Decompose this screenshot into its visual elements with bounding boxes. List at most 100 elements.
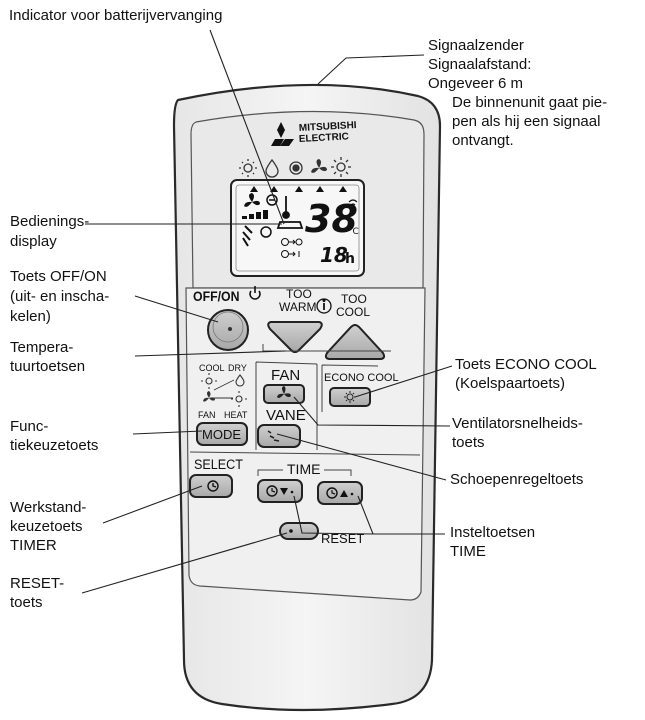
label-beep-1: De binnenunit gaat pie- <box>452 94 608 111</box>
clock-icon <box>207 480 219 492</box>
mode-label-fan: FAN <box>198 410 216 420</box>
econo-frame <box>321 364 379 412</box>
leader-temp <box>134 350 287 357</box>
vane-button[interactable] <box>257 424 301 448</box>
mode-label-heat: HEAT <box>224 410 248 420</box>
label-time-set-1: Insteltoetsen <box>450 524 536 541</box>
temperature-bracket <box>262 344 391 352</box>
mode-button[interactable]: MODE <box>196 422 248 446</box>
fan-vane-frame <box>255 361 318 450</box>
label-offon-2: (uit- en inscha- <box>10 288 110 305</box>
auto-mode-icon <box>289 161 303 175</box>
label-signal-range: Signaalafstand: <box>428 56 532 73</box>
label-timer-mode-3: TIMER <box>10 537 57 554</box>
too-cool-caption-1: TOO <box>341 292 367 306</box>
leader-econo <box>354 365 453 398</box>
label-offon-3: kelen) <box>10 308 51 325</box>
leader-time-set <box>293 495 445 535</box>
lcd-fan-speed-bars <box>242 210 268 219</box>
leader-function <box>132 430 203 435</box>
lcd-vane-position-icon <box>242 225 272 247</box>
label-signal-distance: Ongeveer 6 m <box>428 75 524 92</box>
label-signal-transmitter: Signaalzender <box>428 37 524 54</box>
fan-button[interactable] <box>263 384 305 404</box>
heat-mode-icon <box>331 157 351 177</box>
reset-dot-icon <box>289 529 293 533</box>
label-temp-1: Tempera- <box>10 339 74 356</box>
label-reset-2: toets <box>10 594 43 611</box>
select-divider <box>189 451 421 456</box>
fan-button-icon <box>277 386 291 398</box>
time-up-button[interactable] <box>317 481 363 505</box>
vane-caption: VANE <box>266 407 306 424</box>
label-timer-mode-2: keuzetoets <box>10 518 83 535</box>
lcd-temperature-unit: °C <box>348 227 359 237</box>
vane-button-icon <box>267 430 280 442</box>
label-econo-2: (Koelspaartoets) <box>455 375 566 392</box>
too-cool-caption-2: COOL <box>336 305 370 319</box>
mode-selector-icons <box>201 373 247 407</box>
too-warm-button[interactable] <box>267 321 323 353</box>
time-bracket <box>257 469 352 476</box>
mode-button-label: MODE <box>202 427 241 442</box>
label-display-2: display <box>10 233 57 250</box>
leader-signal <box>317 54 425 85</box>
time-caption: TIME <box>287 461 320 477</box>
clock-down-icon <box>266 485 294 497</box>
mode-label-cool: COOL <box>199 363 225 373</box>
label-beep-3: ontvangt. <box>452 132 514 149</box>
label-reset-1: RESET- <box>10 575 65 592</box>
mitsubishi-logo-icon <box>271 122 294 146</box>
leader-offon <box>134 295 219 323</box>
econo-caption: ECONO COOL <box>324 372 399 384</box>
lcd-timer-value: 18 <box>320 243 348 267</box>
clock-up-icon <box>326 487 354 499</box>
label-timer-mode-1: Werkstand- <box>10 499 87 516</box>
select-caption: SELECT <box>194 456 243 472</box>
offon-led-icon <box>228 327 232 331</box>
reset-button[interactable] <box>279 522 319 540</box>
leader-vane <box>276 433 447 481</box>
leader-timer-mode <box>102 485 203 524</box>
power-icon <box>249 286 261 300</box>
label-econo-1: Toets ECONO COOL <box>455 356 597 373</box>
mode-icons-row <box>239 157 351 178</box>
label-time-set-2: TIME <box>450 543 486 560</box>
lcd-vane-icon <box>266 194 278 206</box>
lcd-timer-unit: h <box>345 251 355 267</box>
leader-reset <box>81 532 288 594</box>
brand-line1: MITSUBISHI <box>299 120 357 134</box>
lcd-mode-triangles <box>250 186 347 192</box>
label-fanspeed-2: toets <box>452 434 485 451</box>
mode-label-dry: DRY <box>228 363 247 373</box>
label-offon-1: Toets OFF/ON <box>10 268 107 285</box>
lcd-temperature: 38 <box>305 197 358 241</box>
lcd-display: 38 °C 18 h <box>230 179 365 277</box>
label-function-2: tiekeuzetoets <box>10 437 99 454</box>
label-battery-indicator: Indicator voor batterijvervanging <box>9 7 223 24</box>
too-warm-caption-2: WARM <box>279 300 317 314</box>
select-timer-button[interactable] <box>189 474 233 498</box>
lcd-timer-icons <box>281 238 303 258</box>
label-vane: Schoepenregeltoets <box>450 471 584 488</box>
label-beep-2: pen als hij een signaal <box>452 113 601 130</box>
reset-caption: RESET <box>321 531 364 546</box>
too-warm-caption-1: TOO <box>286 287 312 301</box>
lcd-fan-icon <box>244 193 260 207</box>
offon-caption: OFF/ON <box>193 288 239 304</box>
info-icon <box>316 298 332 314</box>
leader-battery <box>209 29 285 225</box>
lcd-signal-icon <box>348 199 358 210</box>
time-down-button[interactable] <box>257 479 303 503</box>
sun-mode-icon <box>239 159 257 177</box>
fan-mode-icon <box>311 159 327 173</box>
offon-button[interactable] <box>207 309 249 351</box>
lcd-battery-indicator-icon <box>276 196 304 229</box>
leader-fanspeed <box>293 396 451 427</box>
label-fanspeed-1: Ventilatorsnelheids- <box>452 415 583 432</box>
droplet-mode-icon <box>265 158 279 178</box>
leader-lines <box>81 29 453 594</box>
fan-caption: FAN <box>271 367 300 384</box>
econo-cool-button[interactable] <box>329 387 371 407</box>
